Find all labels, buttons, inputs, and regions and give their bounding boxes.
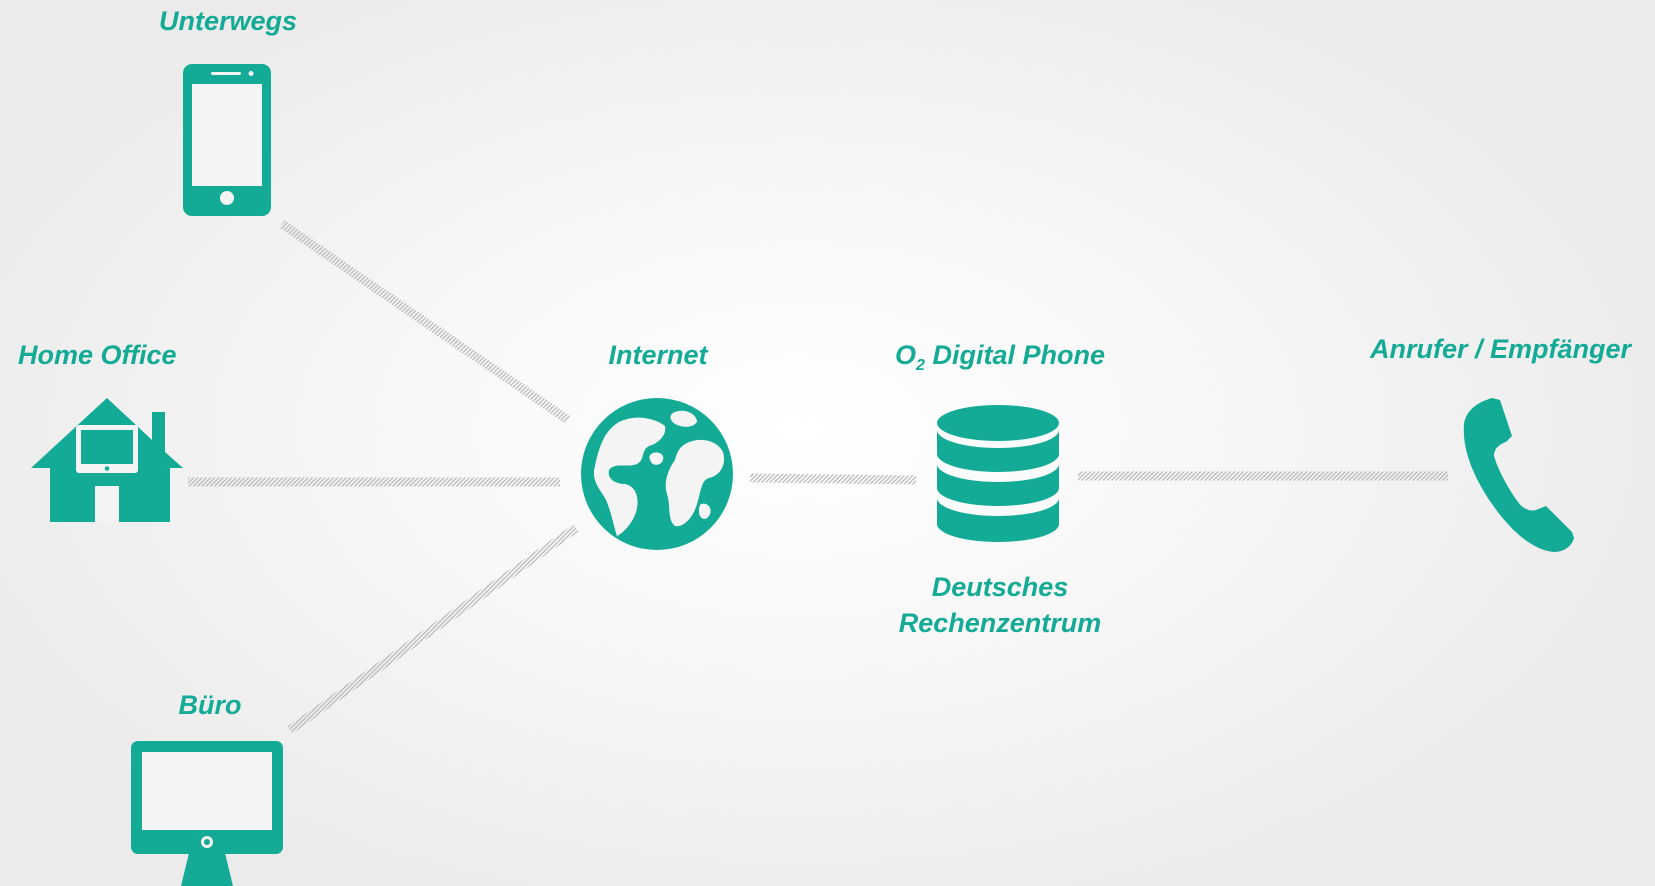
o2-digital-phone-label: O2 Digital Phone [840,338,1160,374]
house-monitor-screen [81,430,133,464]
globe-continent-americas [593,417,666,536]
anrufer-empfaenger-label: Anrufer / Empfänger [1370,334,1632,364]
database-upper-section [937,430,1059,472]
house-door [95,486,119,522]
home-office-label: Home Office [18,340,177,370]
house-monitor-led [104,466,110,471]
globe-icon [581,398,733,550]
smartphone-icon [183,64,271,216]
globe-continent-africa [665,439,725,527]
database-icon [937,405,1059,542]
o2-label-letter: O [895,340,917,370]
globe-continent-island [699,503,711,519]
internet-label: Internet [608,340,708,370]
desktop-monitor-screen [142,752,272,830]
database-middle-section [937,464,1059,506]
smartphone-screen [192,84,262,186]
globe-continent-europe [649,452,664,465]
o2-label-rest: Digital Phone [924,340,1105,370]
datacenter-caption-line1: Deutsches [931,572,1069,602]
smartphone-home-button [220,191,234,205]
house-with-computer-icon [31,398,183,522]
database-bottom-section [937,498,1059,542]
desktop-monitor-icon [131,741,283,886]
unterwegs-label: Unterwegs [158,6,298,36]
database-top-cap [937,405,1059,441]
handset-shape [1463,398,1574,552]
connector-unterwegs-internet [279,220,571,424]
connectors [188,220,1448,734]
globe-continent-greenland [670,410,697,427]
phone-handset-icon [1463,398,1574,552]
datacenter-caption-line2: Rechenzentrum [898,608,1102,638]
connector-buero-internet [287,524,579,734]
smartphone-speaker [211,72,241,75]
desktop-monitor-led-dot [204,839,210,845]
o2-label-subscript: 2 [916,357,925,374]
smartphone-camera [248,71,254,76]
buero-label: Büro [178,690,242,720]
desktop-monitor-stand [181,853,233,886]
connector-internet-o2 [749,473,917,485]
